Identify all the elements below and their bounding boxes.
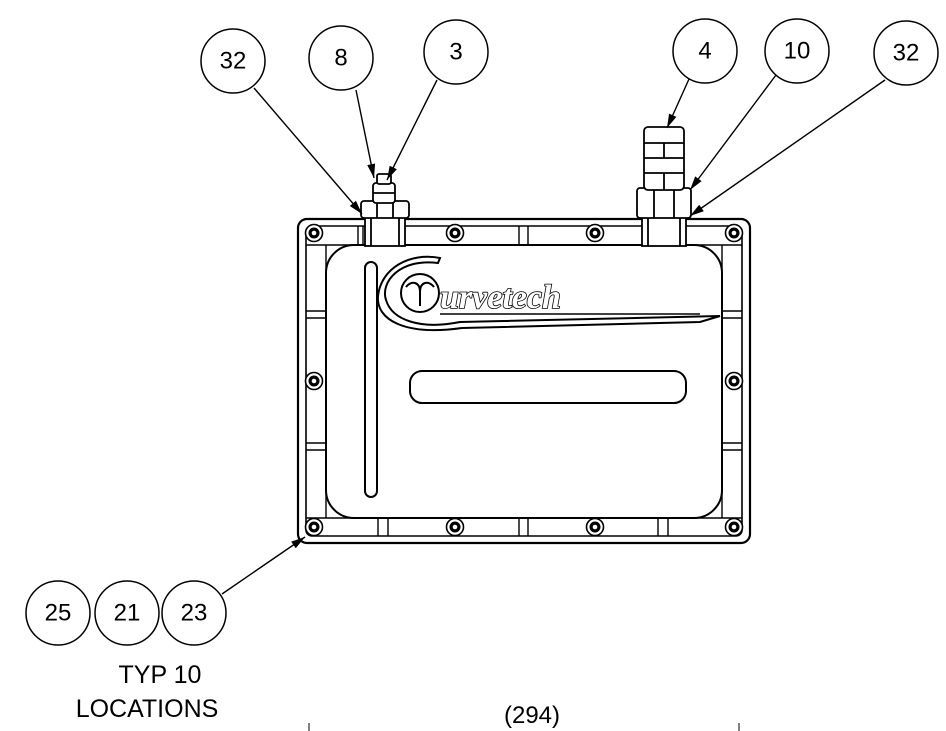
bolt-icon — [304, 223, 324, 243]
bolt-icon — [724, 517, 744, 537]
balloon-label: 4 — [698, 38, 711, 65]
bolts — [304, 223, 744, 537]
logo-wordmark: urvetech — [440, 279, 561, 316]
vertical-slot — [364, 261, 378, 498]
left-fitting — [360, 173, 410, 247]
note-typ-locations-line1: TYP 10 — [119, 661, 202, 689]
enclosure-outer-frame — [296, 217, 752, 545]
balloon-23: 23 — [161, 580, 227, 646]
balloon-25: 25 — [25, 580, 91, 646]
bolt-icon — [724, 223, 744, 243]
leader-line — [355, 89, 376, 179]
balloon-label: 25 — [45, 600, 72, 627]
balloon-3: 3 — [423, 19, 489, 85]
leader-lines — [221, 74, 886, 595]
curvetech-logo: urvetech — [376, 255, 721, 332]
logo-emblem-mark — [405, 281, 435, 306]
leader-line — [689, 74, 777, 191]
note-typ-locations-line2: LOCATIONS — [76, 695, 219, 723]
balloon-4: 4 — [672, 18, 738, 84]
balloon-32-left: 32 — [200, 28, 266, 94]
leader-line — [689, 79, 886, 217]
leader-line — [253, 87, 363, 215]
enclosure — [296, 217, 752, 545]
reference-dimension: (294) — [504, 702, 560, 729]
balloon-8: 8 — [308, 25, 374, 91]
balloon-label: 10 — [784, 38, 811, 65]
right-fitting-nut — [636, 187, 692, 219]
logo-swoosh — [376, 255, 721, 332]
leader-line — [666, 78, 690, 129]
bolt-icon — [304, 371, 324, 391]
bolt-icon — [304, 517, 324, 537]
label-slot — [409, 370, 687, 404]
left-fitting-tip — [376, 173, 392, 185]
leader-line — [386, 79, 438, 181]
bolt-icon — [445, 517, 465, 537]
bolt-icon — [585, 223, 605, 243]
bottom-flange-ribs — [306, 517, 742, 536]
balloon-label: 32 — [893, 40, 920, 67]
leader-line — [221, 536, 306, 595]
right-fitting-standoff — [641, 213, 687, 247]
bolt-icon — [724, 371, 744, 391]
bolt-icon — [445, 223, 465, 243]
enclosure-inner-frame — [305, 225, 743, 537]
balloon-label: 3 — [449, 39, 462, 66]
balloon-label: 32 — [220, 48, 247, 75]
balloon-10: 10 — [764, 18, 830, 84]
balloon-label: 23 — [181, 600, 208, 627]
bolt-icon — [585, 517, 605, 537]
lid-panel — [325, 244, 723, 519]
balloon-21: 21 — [94, 580, 160, 646]
balloon-label: 8 — [334, 45, 347, 72]
balloon-32-right: 32 — [873, 20, 939, 86]
right-fitting — [636, 126, 692, 247]
balloon-label: 21 — [114, 600, 141, 627]
